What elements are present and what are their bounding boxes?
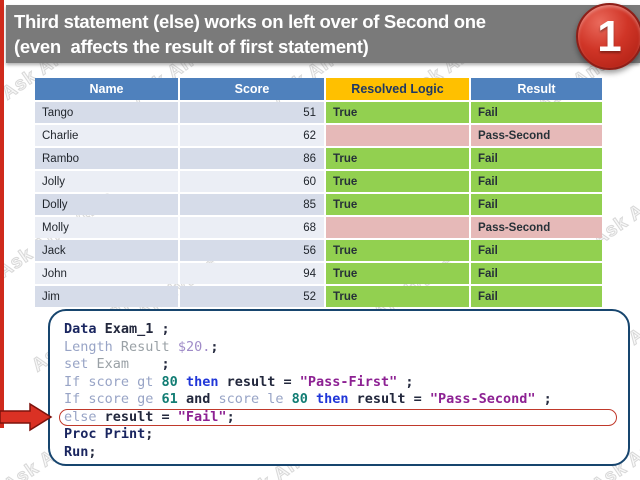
code-line: Proc Print;: [64, 426, 154, 442]
row-score: 94: [180, 263, 324, 284]
row-result: Pass-Second: [471, 125, 602, 146]
row-score: 68: [180, 217, 324, 238]
code-line: If score gt 80 then result = "Pass-First…: [64, 373, 414, 390]
row-name: Jack: [35, 240, 178, 261]
row-name: Rambo: [35, 148, 178, 169]
slide-left-border: [0, 0, 4, 428]
row-resolved-logic: True: [326, 148, 469, 169]
sas-code: Data Exam_1 ;Length Result $20.;set Exam…: [59, 321, 620, 461]
row-result: Fail: [471, 171, 602, 192]
code-box: Data Exam_1 ;Length Result $20.;set Exam…: [48, 309, 630, 466]
row-name: Tango: [35, 102, 178, 123]
row-name: Jim: [35, 286, 178, 307]
row-result: Fail: [471, 263, 602, 284]
row-resolved-logic: True: [326, 286, 469, 307]
row-score: 60: [180, 171, 324, 192]
row-name: Jolly: [35, 171, 178, 192]
row-resolved-logic: True: [326, 240, 469, 261]
row-score: 85: [180, 194, 324, 215]
row-resolved-logic: True: [326, 263, 469, 284]
column-header-score: Score: [180, 78, 324, 100]
slide-number-badge: 1: [576, 3, 640, 70]
slide-title-line1: Third statement (else) works on left ove…: [14, 11, 486, 32]
code-line: Length Result $20.;: [64, 338, 219, 355]
red-arrow-pointer: [0, 402, 53, 432]
row-result: Fail: [471, 148, 602, 169]
column-header-resolved-logic: Resolved Logic: [326, 78, 469, 100]
slide-number: 1: [597, 11, 622, 61]
title-bar: Third statement (else) works on left ove…: [6, 5, 640, 63]
code-line: Run;: [64, 443, 97, 460]
code-line: If score ge 61 and score le 80 then resu…: [64, 391, 552, 407]
row-result: Fail: [471, 102, 602, 123]
row-result: Fail: [471, 194, 602, 215]
row-result: Fail: [471, 286, 602, 307]
row-resolved-logic: [326, 125, 469, 146]
row-score: 51: [180, 102, 324, 123]
row-score: 52: [180, 286, 324, 307]
code-line: set Exam ;: [64, 356, 170, 372]
slide-title-line2: (even affects the result of first statem…: [14, 36, 369, 57]
column-header-result: Result: [471, 78, 602, 100]
row-score: 62: [180, 125, 324, 146]
row-score: 56: [180, 240, 324, 261]
row-result: Pass-Second: [471, 217, 602, 238]
row-name: Dolly: [35, 194, 178, 215]
row-resolved-logic: True: [326, 194, 469, 215]
code-line: Data Exam_1 ;: [64, 321, 170, 337]
row-name: John: [35, 263, 178, 284]
row-score: 86: [180, 148, 324, 169]
row-name: Molly: [35, 217, 178, 238]
row-name: Charlie: [35, 125, 178, 146]
row-resolved-logic: [326, 217, 469, 238]
row-result: Fail: [471, 240, 602, 261]
column-header-name: Name: [35, 78, 178, 100]
code-line-highlighted: else result = "Fail";: [59, 408, 617, 426]
row-resolved-logic: True: [326, 102, 469, 123]
row-resolved-logic: True: [326, 171, 469, 192]
